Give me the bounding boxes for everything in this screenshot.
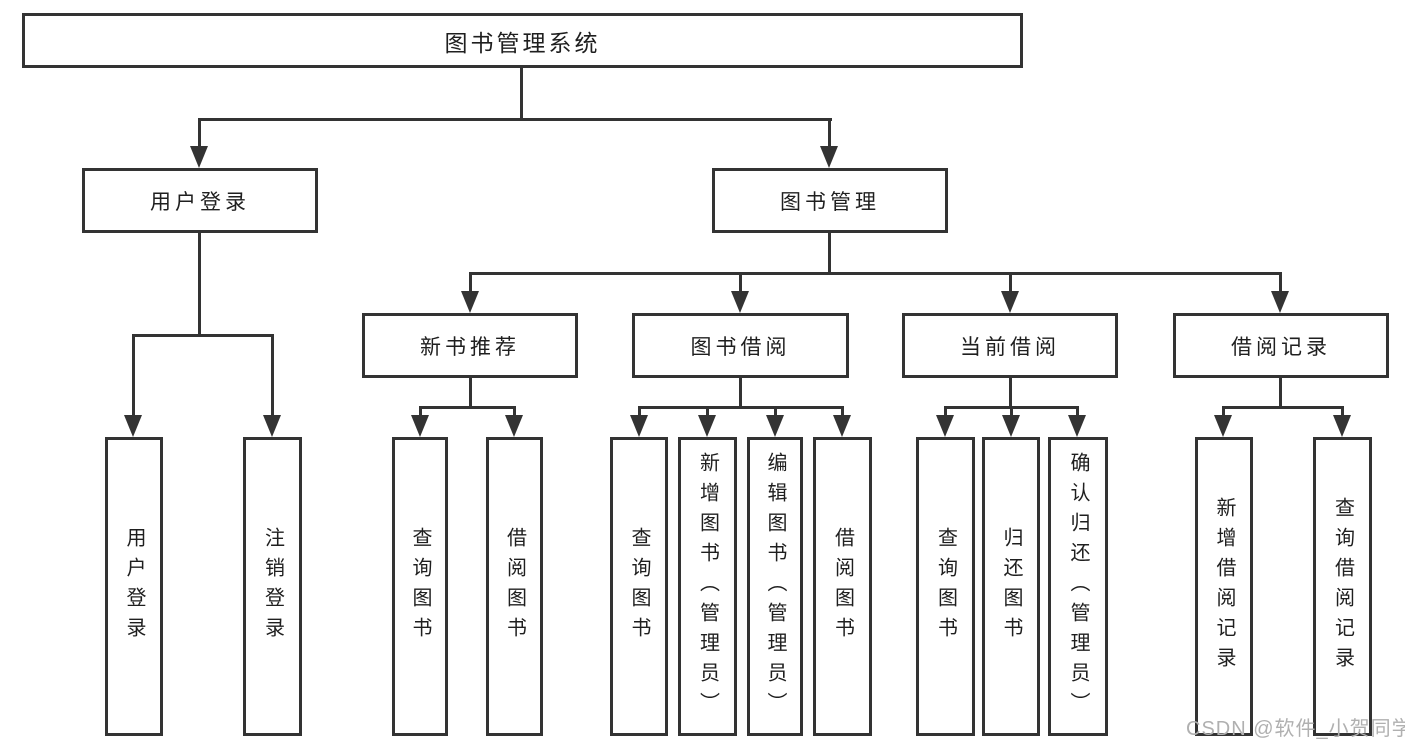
- arrow-down-icon: [766, 415, 784, 437]
- arrow-down-icon: [263, 415, 281, 437]
- connector-line: [944, 406, 947, 418]
- connector-line: [1076, 406, 1079, 418]
- leaf-add-books-admin: 新增图书（管理员）: [678, 437, 737, 736]
- node-current-borrowing: 当前借阅: [902, 313, 1118, 378]
- connector-line: [513, 406, 516, 418]
- connector-line: [419, 406, 516, 409]
- node-new-book-recommend: 新书推荐: [362, 313, 578, 378]
- arrow-down-icon: [731, 291, 749, 313]
- node-label: 编辑图书（管理员）: [764, 451, 786, 722]
- arrow-down-icon: [1001, 291, 1019, 313]
- connector-line: [739, 378, 742, 409]
- node-label: 图书管理系统: [444, 29, 601, 56]
- arrow-down-icon: [820, 146, 838, 168]
- leaf-edit-books-admin: 编辑图书（管理员）: [747, 437, 803, 736]
- arrow-down-icon: [630, 415, 648, 437]
- leaf-query-borrow-record: 查询借阅记录: [1313, 437, 1372, 736]
- node-label: 查询图书: [628, 526, 650, 647]
- arrow-down-icon: [505, 415, 523, 437]
- node-label: 新书推荐: [420, 335, 520, 359]
- connector-line: [638, 406, 641, 418]
- connector-line: [1010, 406, 1013, 418]
- connector-line: [469, 272, 1282, 275]
- connector-line: [198, 233, 201, 337]
- node-label: 当前借阅: [960, 335, 1060, 359]
- connector-line: [706, 406, 709, 418]
- leaf-logout: 注销登录: [243, 437, 302, 736]
- arrow-down-icon: [936, 415, 954, 437]
- leaf-borrow-books: 借阅图书: [813, 437, 872, 736]
- node-label: 查询图书: [409, 526, 431, 647]
- node-label: 用户登录: [150, 190, 250, 214]
- arrow-down-icon: [461, 291, 479, 313]
- csdn-watermark: CSDN @软件_小贺同学: [1186, 718, 1405, 740]
- node-label: 查询借阅记录: [1331, 496, 1354, 677]
- connector-line: [828, 118, 831, 150]
- node-label: 图书管理: [780, 190, 880, 214]
- connector-line: [1341, 406, 1344, 418]
- connector-line: [469, 272, 472, 294]
- connector-line: [271, 334, 274, 418]
- connector-line: [774, 406, 777, 418]
- connector-line: [841, 406, 844, 418]
- node-label: 确认归还（管理员）: [1067, 451, 1089, 722]
- node-label: 查询图书: [934, 526, 957, 647]
- leaf-recommend-query-books: 查询图书: [392, 437, 448, 736]
- leaf-borrowing-query-books: 查询图书: [610, 437, 668, 736]
- node-book-borrowing: 图书借阅: [632, 313, 849, 378]
- connector-line: [132, 334, 135, 418]
- leaf-recommend-borrow-books: 借阅图书: [486, 437, 543, 736]
- node-label: 借阅图书: [503, 526, 526, 647]
- leaf-current-query-books: 查询图书: [916, 437, 975, 736]
- node-user-login: 用户登录: [82, 168, 318, 233]
- connector-line: [1009, 378, 1012, 409]
- node-label: 新增借阅记录: [1213, 496, 1235, 677]
- connector-line: [1279, 378, 1282, 409]
- connector-line: [1279, 272, 1282, 294]
- connector-line: [1222, 406, 1343, 409]
- connector-line: [1222, 406, 1225, 418]
- node-library-management-system: 图书管理系统: [22, 13, 1023, 68]
- leaf-confirm-return-admin: 确认归还（管理员）: [1048, 437, 1108, 736]
- arrow-down-icon: [1333, 415, 1351, 437]
- arrow-down-icon: [1214, 415, 1232, 437]
- node-label: 图书借阅: [690, 335, 791, 359]
- node-label: 注销登录: [261, 526, 284, 647]
- node-label: 归还图书: [1000, 526, 1022, 647]
- arrow-down-icon: [411, 415, 429, 437]
- arrow-down-icon: [698, 415, 716, 437]
- connector-line: [198, 118, 832, 121]
- connector-line: [198, 118, 201, 150]
- connector-line: [132, 334, 274, 337]
- leaf-return-books: 归还图书: [982, 437, 1040, 736]
- node-label: 用户登录: [123, 526, 145, 647]
- leaf-user-login: 用户登录: [105, 437, 163, 736]
- connector-line: [828, 233, 831, 275]
- connector-line: [638, 406, 843, 409]
- arrow-down-icon: [833, 415, 851, 437]
- node-book-management: 图书管理: [712, 168, 948, 233]
- arrow-down-icon: [1002, 415, 1020, 437]
- arrow-down-icon: [1068, 415, 1086, 437]
- arrow-down-icon: [190, 146, 208, 168]
- node-borrowing-records: 借阅记录: [1173, 313, 1389, 378]
- leaf-add-borrow-record: 新增借阅记录: [1195, 437, 1253, 736]
- node-label: 借阅记录: [1231, 335, 1331, 359]
- connector-line: [419, 406, 422, 418]
- connector-line: [520, 68, 523, 121]
- connector-line: [1009, 272, 1012, 294]
- arrow-down-icon: [124, 415, 142, 437]
- node-label: 新增图书（管理员）: [696, 451, 719, 722]
- connector-line: [469, 378, 472, 409]
- node-label: 借阅图书: [831, 526, 854, 647]
- arrow-down-icon: [1271, 291, 1289, 313]
- connector-line: [739, 272, 742, 294]
